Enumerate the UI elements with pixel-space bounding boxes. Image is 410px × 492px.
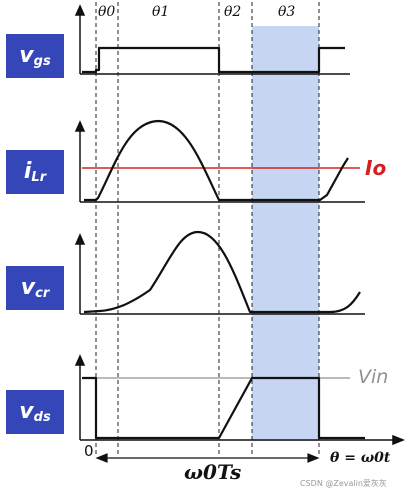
interval-label-theta1: θ1	[152, 4, 170, 20]
theta3-highlight	[252, 26, 319, 441]
vcr-y-arrow	[74, 233, 86, 245]
x-axis-label: θ = ω0t	[330, 450, 391, 466]
vgs-label: vgs	[6, 34, 64, 78]
vds-waveform	[82, 376, 365, 440]
waveforms	[82, 46, 365, 440]
vcr-label: vcr	[6, 266, 64, 310]
io-label: Io	[365, 156, 387, 180]
origin-label: 0	[84, 442, 94, 460]
interval-label-theta0: θ0	[98, 4, 116, 20]
vgs-waveform	[82, 46, 345, 74]
vds-label: vds	[6, 390, 64, 434]
ilr-label: iLr	[6, 150, 64, 194]
watermark: CSDN @Zevalin爱灰灰	[300, 479, 387, 488]
vgs-y-arrow	[74, 4, 86, 16]
vin-label: Vin	[358, 366, 389, 388]
interval-markers	[95, 2, 320, 455]
period-arrow	[95, 453, 320, 463]
ilr-waveform	[84, 119, 349, 202]
vds-y-arrow	[74, 354, 86, 366]
vcr-waveform	[83, 230, 361, 314]
interval-label-theta2: θ2	[224, 4, 242, 20]
vds-x-arrow	[392, 434, 406, 446]
period-label: ω0Ts	[184, 460, 242, 484]
period-arrow-right	[307, 453, 320, 463]
period-arrow-left	[95, 453, 108, 463]
interval-label-theta3: θ3	[278, 4, 296, 20]
ilr-y-arrow	[74, 120, 86, 132]
axes	[74, 4, 406, 446]
